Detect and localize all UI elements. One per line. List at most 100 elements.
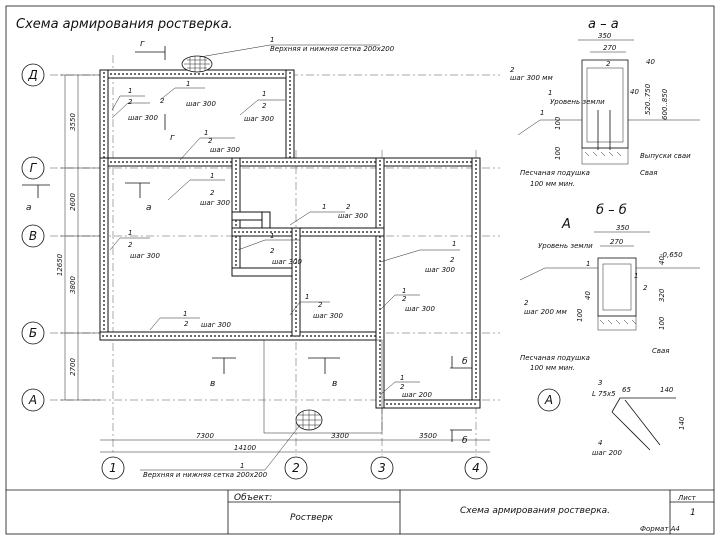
section-aa-title: а – а (588, 17, 619, 32)
rebar-callout-11: 1 2 шаг 300 (379, 287, 436, 313)
svg-text:Д: Д (27, 68, 37, 82)
svg-text:1: 1 (270, 36, 274, 44)
svg-text:3: 3 (598, 379, 602, 387)
axis-bubble-d: Д (21, 63, 45, 87)
stamp-format: Формат А4 (640, 525, 680, 533)
svg-text:шаг 300: шаг 300 (338, 212, 369, 220)
axis-bubble-g: Г (21, 156, 45, 180)
section-mark-v-left: в (210, 357, 236, 389)
svg-text:шаг 300: шаг 300 (210, 146, 241, 154)
svg-text:2: 2 (160, 97, 165, 105)
left-dimensions: 3550 2600 3800 2700 12650 (56, 74, 100, 401)
svg-text:1: 1 (262, 90, 266, 98)
svg-text:320: 320 (658, 288, 666, 302)
svg-text:1: 1 (186, 80, 190, 88)
svg-text:2: 2 (606, 60, 611, 68)
rebar-callout-2: 1 2 шаг 300 (159, 80, 217, 108)
svg-text:Свая: Свая (640, 169, 658, 177)
section-mark-g-top: г (135, 39, 166, 60)
mesh-callout-top: 1 Верхняя и нижняя сетка 200х200 (199, 36, 395, 58)
mesh-hatch-bottom (295, 409, 323, 431)
svg-text:270: 270 (610, 238, 624, 246)
svg-text:2: 2 (128, 241, 133, 249)
svg-text:шаг 300: шаг 300 (128, 114, 159, 122)
svg-text:шаг 300: шаг 300 (186, 100, 217, 108)
svg-text:2: 2 (292, 461, 300, 475)
svg-text:4: 4 (472, 461, 480, 475)
svg-text:1: 1 (210, 172, 214, 180)
svg-text:1: 1 (128, 87, 132, 95)
svg-text:шаг 300: шаг 300 (244, 115, 275, 123)
svg-text:1: 1 (109, 461, 117, 475)
svg-text:шаг 300: шаг 300 (313, 312, 344, 320)
svg-text:2: 2 (346, 203, 351, 211)
svg-text:1: 1 (270, 232, 274, 240)
svg-text:шаг 200: шаг 200 (592, 449, 623, 457)
svg-text:100: 100 (576, 308, 584, 322)
svg-text:2: 2 (184, 320, 189, 328)
svg-text:1: 1 (400, 374, 404, 382)
mesh-hatch-top (181, 55, 213, 73)
svg-text:а: а (26, 203, 32, 213)
stamp-sheet-label: Лист (677, 494, 697, 502)
stamp-sheet-title: Схема армирования ростверка. (460, 506, 610, 516)
svg-text:140: 140 (660, 386, 674, 394)
svg-text:1: 1 (204, 129, 208, 137)
svg-text:40: 40 (646, 58, 655, 66)
section-mark-a-right: а (125, 182, 152, 213)
axis-bubble-1: 1 (101, 456, 125, 480)
dim-left-2: 2600 (69, 193, 77, 211)
svg-text:40: 40 (658, 256, 666, 265)
svg-text:2: 2 (128, 98, 133, 106)
title-block: Объект: Ростверк Схема армирования роств… (6, 489, 714, 534)
svg-text:г: г (140, 39, 145, 49)
svg-text:Верхняя и нижняя сетка 200х200: Верхняя и нижняя сетка 200х200 (270, 45, 395, 53)
dim-bottom-total: 14100 (234, 444, 257, 452)
svg-text:Выпуски сваи: Выпуски сваи (640, 152, 691, 160)
axis-bubble-2: 2 (284, 456, 308, 480)
svg-text:100 мм мин.: 100 мм мин. (530, 364, 575, 372)
svg-text:Песчаная подушка: Песчаная подушка (520, 354, 590, 362)
svg-text:Уровень земли: Уровень земли (550, 98, 605, 106)
section-bb-title: б – б (596, 203, 627, 218)
section-mark-g-bottom: г (164, 114, 175, 143)
svg-text:1: 1 (240, 462, 244, 470)
svg-text:2: 2 (643, 284, 648, 292)
rebar-callout-9: 1 2 шаг 300 (379, 240, 460, 274)
section-bb: б – б А 350 270 -0,650 Уровень земли 2 ш… (519, 203, 700, 372)
svg-text:2: 2 (400, 383, 405, 391)
svg-text:4: 4 (598, 439, 602, 447)
svg-text:Верхняя и нижняя сетка 200х200: Верхняя и нижняя сетка 200х200 (143, 471, 268, 479)
svg-text:600..850: 600..850 (661, 88, 669, 120)
svg-text:шаг 300 мм: шаг 300 мм (510, 74, 553, 82)
rebar-callout-1: 1 2 шаг 300 (111, 87, 159, 122)
svg-text:шаг 300: шаг 300 (272, 258, 303, 266)
svg-text:1: 1 (452, 240, 456, 248)
svg-text:А: А (544, 393, 553, 407)
svg-text:100: 100 (658, 316, 666, 330)
svg-text:100 мм мин.: 100 мм мин. (530, 180, 575, 188)
svg-text:520..750: 520..750 (644, 83, 652, 115)
svg-text:2: 2 (270, 247, 275, 255)
dim-bottom-1: 7300 (196, 432, 214, 440)
bottom-dimensions: 7300 3300 3500 14100 (100, 432, 490, 453)
svg-text:40: 40 (630, 88, 639, 96)
svg-text:270: 270 (603, 44, 617, 52)
svg-text:140: 140 (678, 416, 686, 430)
svg-text:65: 65 (622, 386, 631, 394)
svg-text:2: 2 (318, 301, 323, 309)
rebar-callout-4: 1 2 шаг 300 (179, 129, 241, 161)
drawing-title: Схема армирования ростверка. (16, 17, 233, 32)
rebar-callout-5: 1 2 шаг 300 (167, 172, 231, 207)
svg-text:2: 2 (510, 66, 515, 74)
rebar-callout-10: 1 2 шаг 300 (289, 293, 344, 320)
sheet-frame (5, 5, 715, 535)
svg-text:А: А (28, 393, 37, 407)
svg-text:б: б (462, 436, 468, 446)
svg-text:шаг 300: шаг 300 (201, 321, 232, 329)
axis-bubble-4: 4 (464, 456, 488, 480)
svg-text:а: а (146, 203, 152, 213)
dim-left-total: 12650 (56, 253, 64, 276)
svg-text:в: в (332, 379, 337, 389)
